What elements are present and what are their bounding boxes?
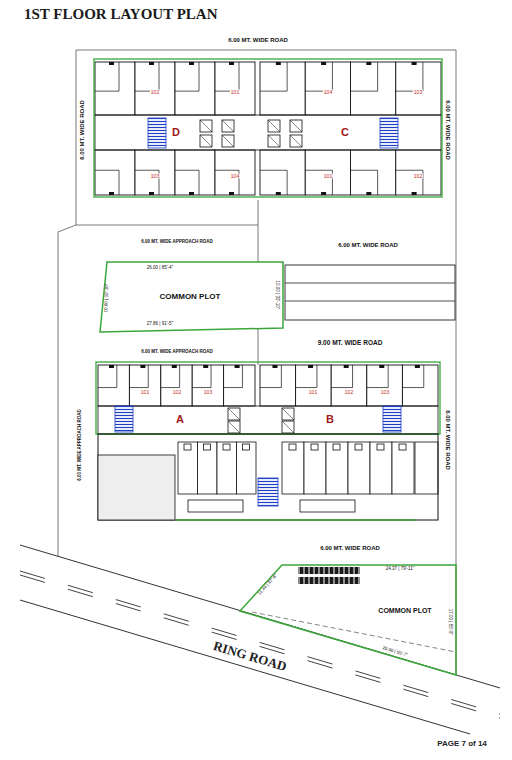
unit-number: 102 <box>172 390 182 395</box>
parking-line <box>285 283 455 284</box>
parking-symbol <box>298 577 360 584</box>
plan-title: 1ST FLOOR LAYOUT PLAN <box>24 6 218 23</box>
road-label: 9.00 MT. WIDE ROAD <box>318 340 383 347</box>
dimension-label: 24.37 | 79'-11" <box>386 567 415 572</box>
dimension-label: 17.00 | 55'-9" <box>448 609 453 635</box>
common-plot-outline <box>100 262 283 332</box>
common-plot: COMMON PLOT <box>376 605 434 616</box>
dashed-line <box>252 612 456 652</box>
road-label: 6.00 MT. WIDE APPROACH ROAD <box>141 350 213 355</box>
road-edge <box>20 545 500 688</box>
staircase <box>383 406 401 432</box>
staircase <box>258 478 278 506</box>
node-text: D <box>172 127 180 138</box>
node-text: COMMON PLOT <box>378 607 431 614</box>
unit-number: 103 <box>150 174 160 179</box>
unit-number: 103 <box>413 90 423 95</box>
unit-number: 101 <box>308 390 318 395</box>
parking-block <box>285 265 455 320</box>
staircase <box>115 406 133 432</box>
commercial-outline <box>98 434 438 520</box>
block-label: A <box>174 412 186 427</box>
node-text: C <box>341 127 349 138</box>
block-label: D <box>170 125 182 140</box>
road-label: 6.00 MT. WIDE ROAD <box>338 242 398 248</box>
shaded-area <box>98 455 175 520</box>
parking-line <box>285 301 455 302</box>
unit-number: 101 <box>323 174 333 179</box>
dimension-label: 10.00 | 32'-10" <box>275 281 280 310</box>
building-rooms <box>95 62 441 512</box>
page-number: PAGE 7 of 14 <box>437 740 487 748</box>
unit-number: 104 <box>230 174 240 179</box>
staircase <box>380 118 398 148</box>
block-label: B <box>324 412 336 427</box>
parking-symbol <box>298 567 360 574</box>
unit-number: 104 <box>323 90 333 95</box>
road-label: 6.00 MT. WIDE APPROACH ROAD <box>141 240 213 245</box>
site-boundary <box>58 50 456 675</box>
dimension-label: 27.86 | 91'-5" <box>147 322 173 327</box>
unit-number: 102 <box>413 174 423 179</box>
node-text: B <box>326 414 334 425</box>
building-green-line <box>96 362 440 434</box>
dimension-label: 20.00 | 65'-7" <box>381 646 409 659</box>
road-label: 6.00 MT. WIDE ROAD <box>320 545 380 551</box>
building-green-line <box>94 59 442 197</box>
building-green-line <box>175 519 415 520</box>
road-center-dash <box>20 575 500 718</box>
road-label: 6.00 MT. WIDE ROAD <box>79 100 85 160</box>
unit-number: 102 <box>150 90 160 95</box>
road-edge <box>20 600 470 734</box>
road-label: 6.00 MT. WIDE APPROACH ROAD <box>78 409 83 481</box>
unit-number: 101 <box>140 390 150 395</box>
unit-number: 103 <box>380 390 390 395</box>
site-boundary <box>76 225 258 226</box>
road-label: 6.00 MT. WIDE ROAD <box>228 37 288 43</box>
dimension-label: 11.44 | 37'-6" <box>258 574 279 596</box>
unit-number: 103 <box>203 390 213 395</box>
common-plot: COMMON PLOT <box>158 291 223 303</box>
staircase <box>148 118 166 148</box>
unit-number: 101 <box>230 90 240 95</box>
node-text: A <box>176 414 184 425</box>
road-name: RING ROAD <box>212 639 288 673</box>
road-label: 6.00 MT. WIDE ROAD <box>445 100 451 160</box>
road-center-dash <box>20 571 500 714</box>
unit-number: 102 <box>344 390 354 395</box>
block-label: C <box>339 125 351 140</box>
dimension-label: 26.00 | 85'-4" <box>147 266 173 271</box>
road-label: 6.00 MT. WIDE ROAD <box>445 410 451 470</box>
dimension-label: 10.00 | 32'-10" <box>104 283 110 312</box>
node-text: COMMON PLOT <box>160 293 221 301</box>
